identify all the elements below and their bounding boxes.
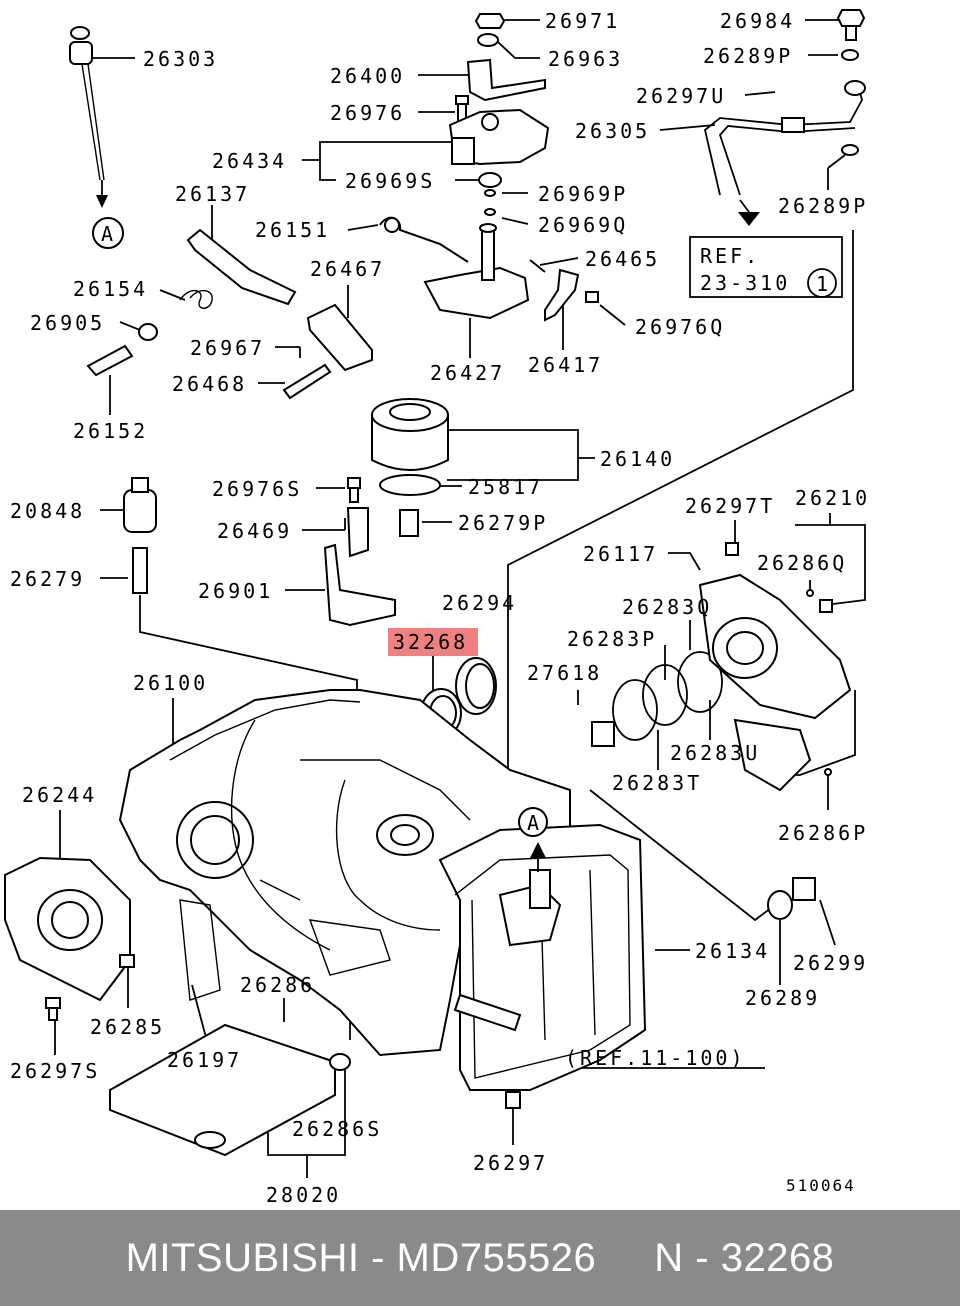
parts-diagram: 26303 26971 26963 26400 26976 26434 2696…	[4, 9, 870, 1207]
circle-a-body-label: A	[527, 811, 542, 835]
label-32268: 32268	[393, 630, 468, 654]
label-26400: 26400	[330, 64, 405, 88]
label-26294: 26294	[442, 591, 517, 615]
label-26286: 26286	[240, 973, 315, 997]
label-26297: 26297	[473, 1151, 548, 1175]
label-26976s: 26976S	[212, 477, 302, 501]
label-26297s: 26297S	[10, 1059, 100, 1083]
circle-a-top-label: A	[101, 222, 116, 246]
transmission-case	[118, 689, 647, 1091]
part-labels: 26303 26971 26963 26400 26976 26434 2696…	[10, 9, 870, 1207]
label-26984: 26984	[720, 9, 795, 33]
label-26465: 26465	[585, 247, 660, 271]
drawing-number: 510064	[786, 1176, 856, 1195]
label-27618: 27618	[527, 661, 602, 685]
label-26210: 26210	[795, 486, 870, 510]
ref-23-310-line2: 23-310	[700, 271, 790, 295]
label-26244: 26244	[22, 783, 97, 807]
label-26468: 26468	[172, 372, 247, 396]
component-drawings	[4, 9, 866, 1157]
ref-23-310-line1: REF.	[700, 244, 760, 268]
label-26427: 26427	[430, 361, 505, 385]
label-26289p-top: 26289P	[703, 44, 793, 68]
label-26285: 26285	[90, 1015, 165, 1039]
label-26151: 26151	[255, 218, 330, 242]
label-26299: 26299	[793, 951, 868, 975]
label-26976q: 26976Q	[635, 315, 725, 339]
label-26289: 26289	[745, 986, 820, 1010]
label-26279p: 26279P	[458, 511, 548, 535]
label-26467: 26467	[310, 257, 385, 281]
label-26969s: 26969S	[345, 169, 435, 193]
label-26286q: 26286Q	[757, 551, 847, 575]
label-26969q: 26969Q	[538, 213, 628, 237]
label-26305: 26305	[575, 119, 650, 143]
label-26286p: 26286P	[778, 821, 868, 845]
label-26971: 26971	[545, 9, 620, 33]
label-20848: 20848	[10, 499, 85, 523]
label-26905: 26905	[30, 311, 105, 335]
label-26469: 26469	[217, 519, 292, 543]
label-26286s: 26286S	[292, 1117, 382, 1141]
label-26283q: 26283Q	[622, 595, 712, 619]
label-26303: 26303	[143, 47, 218, 71]
label-26279: 26279	[10, 567, 85, 591]
label-26901: 26901	[198, 579, 273, 603]
label-26297t: 26297T	[685, 494, 775, 518]
label-26967: 26967	[190, 336, 265, 360]
label-28020: 28020	[266, 1183, 341, 1207]
label-26434: 26434	[212, 149, 287, 173]
label-26137: 26137	[175, 182, 250, 206]
label-26289p-mid: 26289P	[778, 194, 868, 218]
label-25817: 25817	[468, 475, 543, 499]
label-26969p: 26969P	[538, 182, 628, 206]
label-26283p: 26283P	[567, 627, 657, 651]
ref-23-310-circle: 1	[816, 272, 831, 296]
ref-11-100: (REF.11-100)	[565, 1046, 746, 1070]
label-26417: 26417	[528, 353, 603, 377]
label-26100: 26100	[133, 671, 208, 695]
label-26140: 26140	[600, 447, 675, 471]
label-26283u: 26283U	[670, 741, 760, 765]
label-26154: 26154	[73, 277, 148, 301]
label-26297u: 26297U	[636, 84, 726, 108]
label-26976: 26976	[330, 101, 405, 125]
footer-bar: MITSUBISHI - MD755526 N - 32268	[0, 1210, 960, 1306]
label-26963: 26963	[548, 47, 623, 71]
diagram-canvas: 26303 26971 26963 26400 26976 26434 2696…	[4, 9, 870, 1207]
footer-part-info: MITSUBISHI - MD755526 N - 32268	[125, 1236, 835, 1280]
label-26152: 26152	[73, 419, 148, 443]
label-26117: 26117	[583, 542, 658, 566]
highlight-box	[388, 628, 478, 656]
label-26283t: 26283T	[612, 771, 702, 795]
label-26134: 26134	[695, 939, 770, 963]
label-26197: 26197	[167, 1048, 242, 1072]
